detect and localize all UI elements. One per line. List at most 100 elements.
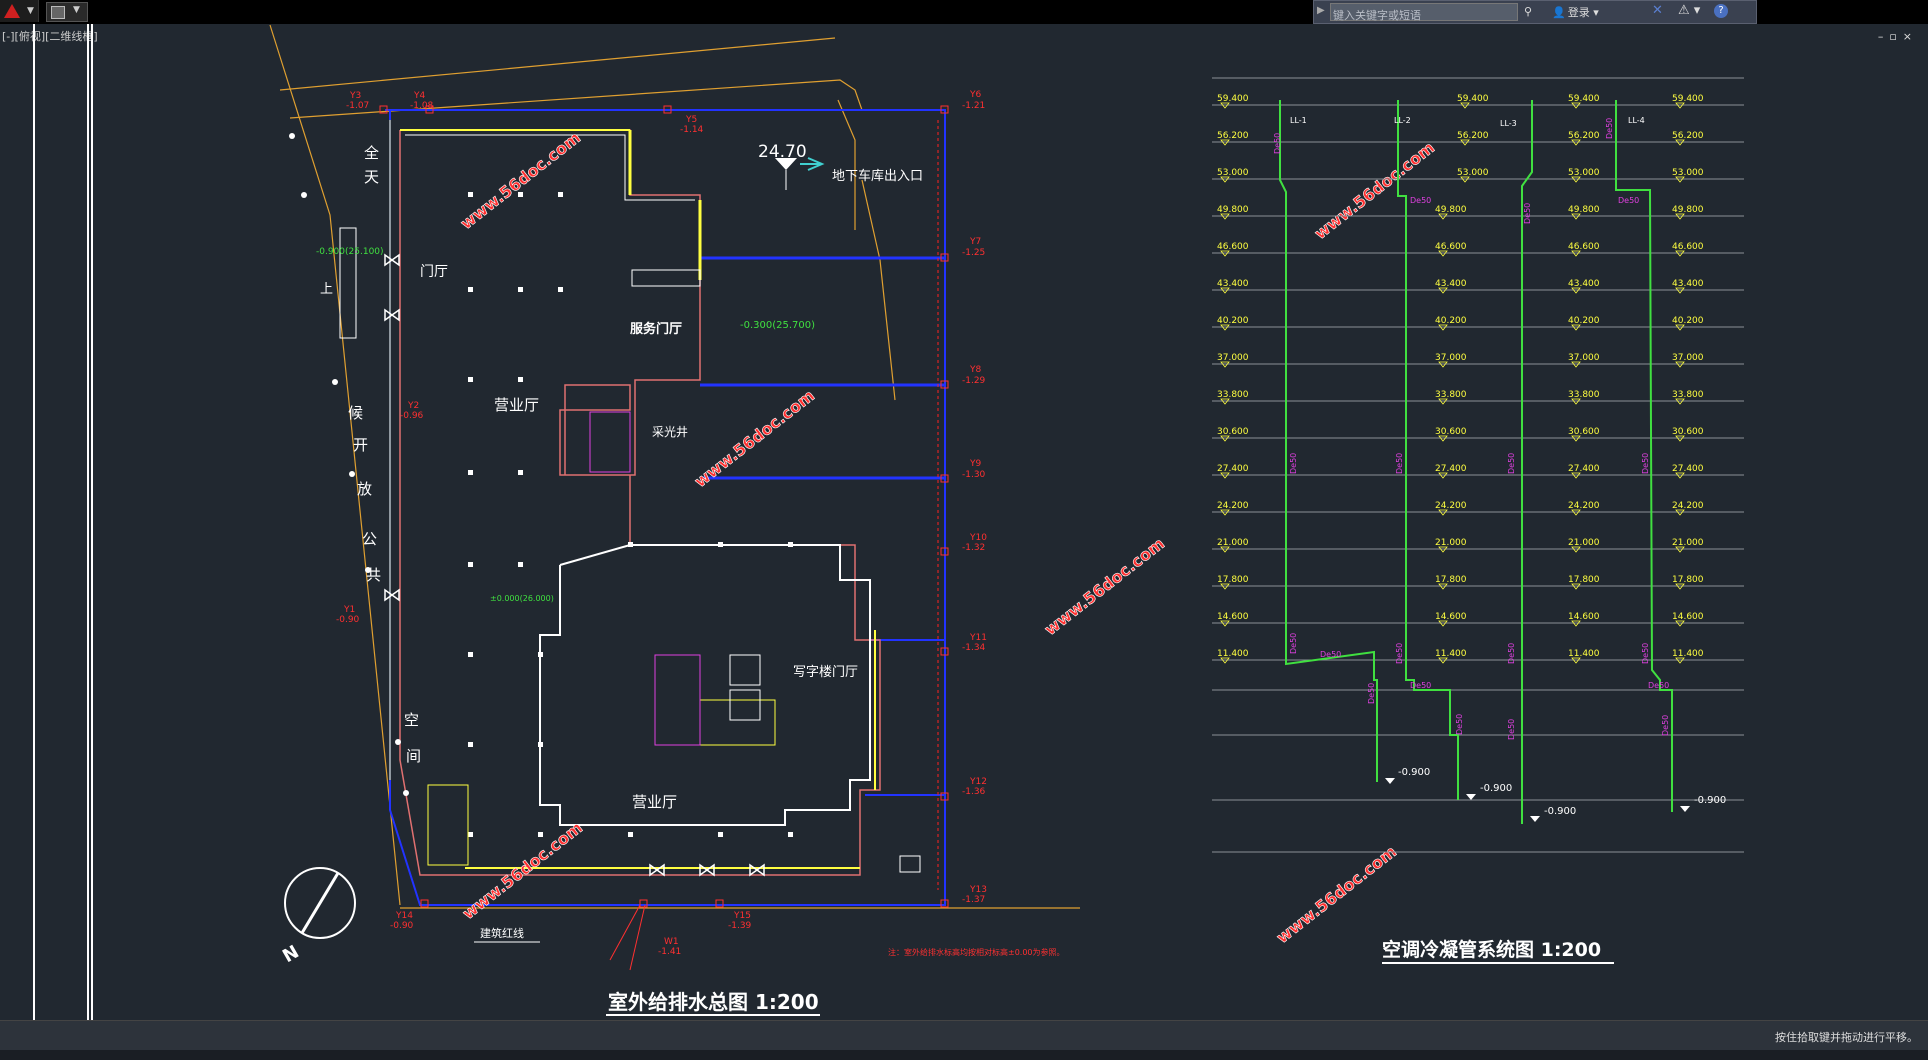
pipe-size: De50 <box>1641 453 1650 474</box>
elevation-triangle <box>1571 361 1581 368</box>
pipe-size: De50 <box>1410 196 1431 205</box>
drawing-canvas[interactable]: 24.70 门厅 营业厅 服务门厅 采光井 写字楼门厅 营业厅 地下车库出入口 … <box>0 24 1928 1020</box>
north-arrow-icon: N <box>279 867 356 967</box>
elevation-triangle <box>1675 509 1685 516</box>
quick-access-toolbar[interactable]: ▼ <box>46 2 88 22</box>
elevation-triangle <box>1571 139 1581 146</box>
viewport-controls-label[interactable]: [-][俯视][二维线框] <box>2 30 98 43</box>
viewport-window-controls[interactable]: –▫× <box>1878 30 1918 43</box>
well-level: -0.90 <box>336 615 360 625</box>
office-tower-outline <box>539 544 871 826</box>
bottom-level-markers <box>1385 778 1690 822</box>
search-box[interactable] <box>1330 3 1518 23</box>
boundary-markers <box>289 133 409 796</box>
building-outline <box>405 134 695 201</box>
elevation-triangle <box>1675 657 1685 664</box>
elevation-triangle <box>1220 139 1230 146</box>
elevation-triangle <box>1220 398 1230 405</box>
elevation-triangle <box>1571 102 1581 109</box>
valve-symbols <box>384 253 765 877</box>
well-id: Y6 <box>969 90 981 100</box>
elevation-triangle <box>1438 213 1448 220</box>
elevation-triangle <box>1438 287 1448 294</box>
elevation-triangle <box>1571 546 1581 553</box>
elevator <box>729 689 761 721</box>
title-bar: ▼ ▼ ▶ ⚲ 👤登录 ▾ ✕ ⚠ ▾ ? <box>0 0 1928 24</box>
public-space-label: 候 <box>348 404 363 422</box>
login-button[interactable]: 👤登录 ▾ <box>1552 6 1599 19</box>
elevation-label: 46.600 <box>1435 242 1467 252</box>
binoculars-icon[interactable]: ⚲ <box>1524 5 1533 18</box>
expand-arrow-icon[interactable]: ▶ <box>1317 5 1325 16</box>
elevation-triangle <box>1460 102 1470 109</box>
elevation-label: 24.200 <box>1217 501 1249 511</box>
public-space-label: 全 <box>364 144 379 162</box>
minimize-icon[interactable]: – <box>1877 30 1890 43</box>
pipe-size: De50 <box>1455 714 1464 735</box>
elevation-triangle <box>1438 472 1448 479</box>
elevation-label: 27.400 <box>1217 464 1249 474</box>
well-id: Y13 <box>969 885 987 895</box>
elevation-label: 43.400 <box>1568 279 1600 289</box>
bottom-level: -0.900 <box>1694 795 1726 806</box>
room-label: 写字楼门厅 <box>793 665 858 680</box>
elevation-triangle <box>1571 287 1581 294</box>
elevation-triangle <box>1675 583 1685 590</box>
elevation-label: 59.400 <box>1672 94 1704 104</box>
well-level: -1.37 <box>962 895 985 905</box>
status-bar: 按住拾取键并拖动进行平移。 <box>0 1020 1928 1051</box>
elevator <box>729 654 761 686</box>
elevation-triangle <box>1675 398 1685 405</box>
user-icon: 👤 <box>1552 6 1566 19</box>
help-icon[interactable]: ? <box>1714 4 1728 18</box>
restore-icon[interactable]: ▫ <box>1889 30 1903 43</box>
ramp-edge <box>837 99 856 230</box>
elevation-triangle <box>1571 583 1581 590</box>
pipe-size: De50 <box>1320 650 1341 659</box>
pipe-size: De50 <box>1395 643 1404 664</box>
elevation-label: 37.000 <box>1217 353 1249 363</box>
redline-label: 建筑红线 <box>480 926 524 940</box>
elevation-label: 24.200 <box>1568 501 1600 511</box>
elevation-triangle <box>1438 657 1448 664</box>
elevation-triangle <box>1438 324 1448 331</box>
exchange-icon[interactable]: ✕ <box>1652 3 1663 18</box>
elevation-label: 14.600 <box>1568 612 1600 622</box>
well-id: W1 <box>664 937 679 947</box>
road-edge <box>269 24 401 906</box>
bottom-level: -0.900 <box>1480 783 1512 794</box>
well-level: -1.29 <box>962 376 986 386</box>
pipe-size: De50 <box>1618 196 1639 205</box>
elevation-label: 53.000 <box>1568 168 1600 178</box>
well-id: Y15 <box>733 911 751 921</box>
search-input[interactable] <box>1331 8 1517 23</box>
well-labels: Y3-1.07 Y4-1.08 Y5-1.14 Y6-1.21 Y7-1.25 … <box>336 90 987 957</box>
elevation-triangle <box>1220 509 1230 516</box>
well-level: -1.39 <box>728 921 752 931</box>
elevation-label: 11.400 <box>1568 649 1600 659</box>
close-icon[interactable]: × <box>1902 30 1918 43</box>
bottom-strip <box>0 1050 1928 1060</box>
elevation-triangle <box>1438 398 1448 405</box>
elevation-label: 27.400 <box>1435 464 1467 474</box>
chevron-down-icon: ▼ <box>27 6 34 16</box>
application-menu-button[interactable]: ▼ <box>0 0 39 22</box>
elevation-label: 37.000 <box>1672 353 1704 363</box>
elevation-triangle <box>1571 213 1581 220</box>
elevation-triangle <box>1571 620 1581 627</box>
level-annotation: ±0.000(26.000) <box>490 594 554 603</box>
elevation-triangle <box>1675 102 1685 109</box>
pipe-size: De50 <box>1507 643 1516 664</box>
elevation-label: 33.800 <box>1568 390 1600 400</box>
elevation-label: 46.600 <box>1568 242 1600 252</box>
infocenter-bar: ▶ ⚲ 👤登录 ▾ ✕ ⚠ ▾ ? <box>1313 0 1757 24</box>
elevation-triangle <box>1438 620 1448 627</box>
elevation-triangle <box>1220 472 1230 479</box>
a360-icon[interactable]: ⚠ ▾ <box>1678 3 1701 18</box>
room-label: 营业厅 <box>632 793 677 811</box>
pipe-size: De50 <box>1661 715 1670 736</box>
public-space-label: 公 <box>362 530 377 548</box>
elevation-label: 17.800 <box>1217 575 1249 585</box>
watermark: www.56doc.com <box>459 818 586 923</box>
